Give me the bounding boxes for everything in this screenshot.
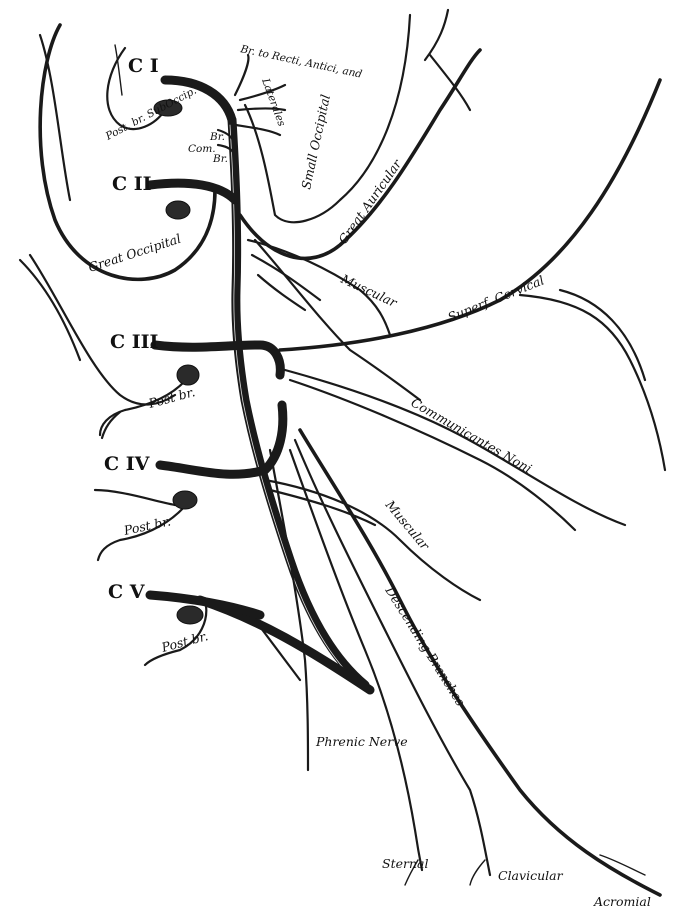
label-acromial: Acromial [593, 894, 651, 909]
label-post-br-4: Post br. [122, 513, 172, 538]
root-label-c2: C II [112, 173, 152, 195]
small-occipital-fork [425, 10, 448, 60]
label-small-occipital: Small Occipital [298, 93, 333, 191]
label-post-br-suboccip: Post. br. SubOccip. [103, 85, 199, 143]
post-br-c3 [100, 375, 190, 435]
ganglion-c5 [177, 606, 203, 624]
label-great-occipital: Great Occipital [86, 231, 182, 275]
label-descending-branches: Descending Branches [382, 583, 468, 709]
post-br-c4-upper [95, 490, 175, 505]
br-recti-1 [235, 55, 248, 95]
root-label-c4: C IV [104, 453, 151, 475]
label-muscular-upper: Muscular [338, 271, 400, 311]
root-label-c1: C I [128, 55, 159, 77]
occipital-lower-fork [20, 260, 80, 360]
label-com: Com. [188, 143, 216, 155]
label-great-auricular: Great Auricular [335, 156, 405, 247]
root-label-c5: C V [108, 581, 146, 603]
superf-cervical-lower-branch [520, 295, 665, 470]
br-recti-4 [236, 125, 280, 135]
c2-root-stem [150, 183, 235, 200]
label-phrenic-nerve: Phrenic Nerve [315, 734, 408, 749]
label-post-br-3: Post br. [146, 384, 197, 411]
ganglion-c3 [177, 365, 199, 385]
clavicular-fork-a [470, 860, 485, 885]
small-occipital-fork-2 [430, 55, 470, 110]
label-muscular-lower: Muscular [382, 497, 433, 554]
label-sternal: Sternal [382, 856, 428, 871]
label-br-recti: Br. to Recti, Antici, and [238, 43, 363, 81]
ganglion-c2 [166, 201, 190, 219]
root-label-c3: C III [110, 331, 159, 353]
label-br-recti-2: Laterales [259, 76, 288, 129]
cv-descending-mass [200, 600, 370, 690]
label-br-a: Br. [209, 131, 225, 143]
label-clavicular: Clavicular [498, 868, 564, 883]
label-superf-cervical: Superf. Cervical [446, 272, 547, 324]
label-br-b: Br. [212, 153, 228, 165]
label-post-br-5: Post br. [159, 628, 210, 655]
c3-root-stem [155, 345, 280, 375]
ganglion-c4 [173, 491, 197, 509]
